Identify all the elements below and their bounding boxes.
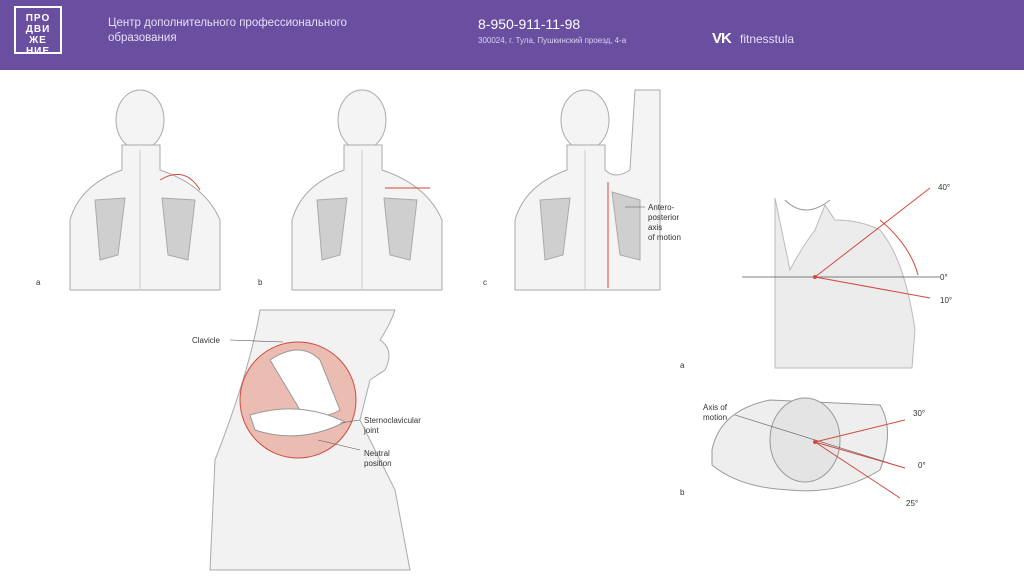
angle-30: 30° [913,409,925,418]
angle-0: 0° [940,273,948,282]
joint-label: Sternoclavicular joint [363,416,421,435]
neutral-label: Neutral position [364,449,392,468]
axis-of-motion-label: Antero- posterior axis of motion [648,203,681,242]
logo-line: НИЕ [25,46,51,57]
label-a: a [36,278,41,287]
figure-top-c [514,89,661,291]
header-bar: ПРО ДВИ ЖЕ НИЕ Центр дополнительного про… [0,0,1024,70]
joint-label-line: Sternoclavicular [364,416,421,425]
figure-top-a [69,89,221,291]
angle-25: 25° [906,499,918,508]
neutral-label-line: position [364,459,392,468]
clavicle-label: Clavicle [192,336,221,345]
label-c: c [483,278,487,287]
figure-sternoclavicular [209,309,411,571]
vk-icon[interactable]: VK [712,30,732,47]
org-line-1: Центр дополнительного профессионального [108,17,347,29]
angle-10: 10° [940,296,952,305]
phone-number[interactable]: 8-950-911-11-98 [478,16,581,32]
axis-label-line: Antero- [648,203,675,212]
angle-0-rot: 0° [918,461,926,470]
figure-top-b [291,89,443,291]
label-fig-a: a [680,361,685,370]
social-name[interactable]: fitnesstula [740,32,795,46]
neutral-label-line: Neutral [364,449,390,458]
label-fig-b: b [680,488,685,497]
logo-line: ДВИ [25,24,51,35]
axis-motion-line: Axis of [703,403,728,412]
org-line-2: образования [108,32,177,44]
figure-elevation [742,187,940,369]
axis-label-line: of motion [648,233,681,242]
brand-logo[interactable]: ПРО ДВИ ЖЕ НИЕ [14,6,62,57]
logo-line: ПРО [25,13,51,24]
anatomy-illustrations: a b c Antero- posterior axis of motion C… [36,89,952,571]
angle-40: 40° [938,183,950,192]
organization-name: Центр дополнительного профессионального … [108,16,408,46]
axis-motion-line: motion [703,413,727,422]
axis-motion-label: Axis of motion [703,403,728,422]
figure-rotation [711,397,906,499]
logo-line: ЖЕ [29,35,47,46]
joint-label-line: joint [363,426,379,435]
axis-label-line: axis [648,223,662,232]
address: 300024, г. Тула, Пушкинский проезд, 4-а [478,36,627,45]
axis-label-line: posterior [648,213,679,222]
label-b: b [258,278,263,287]
slide-content: a b c Antero- posterior axis of motion C… [0,70,1024,574]
